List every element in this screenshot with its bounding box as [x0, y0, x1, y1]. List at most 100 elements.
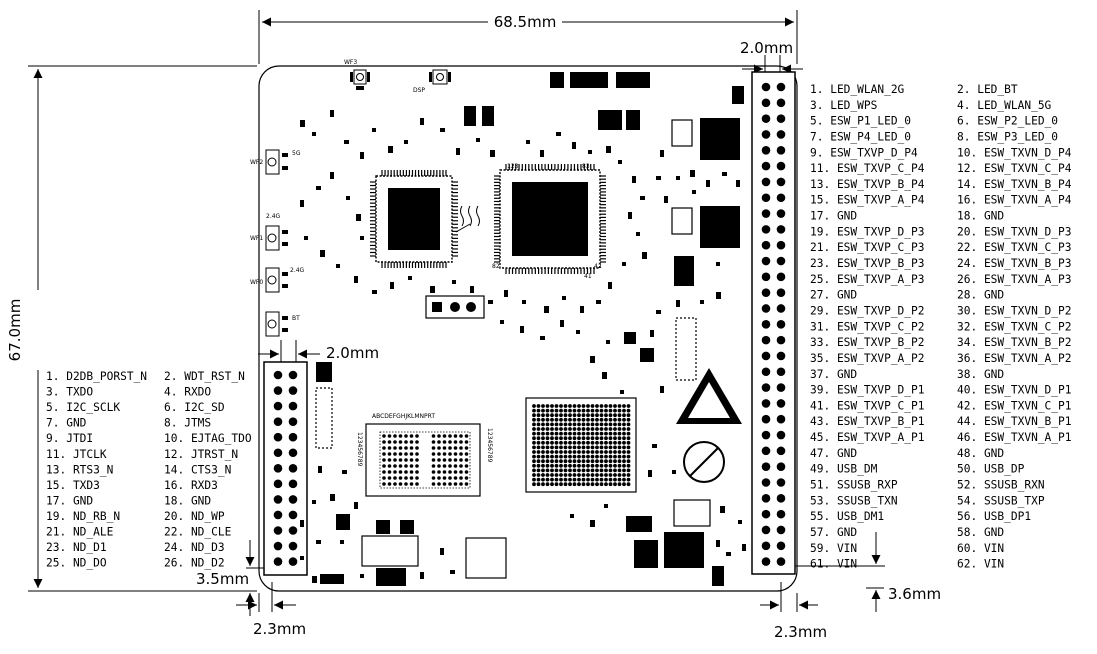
- memory-pad: [404, 458, 408, 462]
- bga-ball: [613, 459, 617, 464]
- ic-bottom-c: [626, 516, 652, 532]
- bga-ball: [595, 413, 599, 418]
- right-header-pin-label: 47. GND: [810, 447, 857, 460]
- ic-left-connector-b: [315, 387, 333, 449]
- bga-ball: [617, 431, 622, 436]
- smd-passive: [742, 544, 746, 551]
- left-header-pin: [288, 541, 298, 551]
- bga-ball: [608, 422, 613, 427]
- memory-pad: [448, 464, 452, 468]
- bga-ball: [613, 417, 617, 422]
- bga-ball: [608, 436, 613, 441]
- bga-ball: [617, 440, 622, 445]
- bga-ball: [599, 413, 604, 418]
- ic-bottom-b: [465, 537, 507, 579]
- bga-ball: [599, 454, 604, 459]
- bga-ball: [563, 463, 568, 468]
- smd-passive: [608, 282, 612, 289]
- smd-passive: [408, 276, 412, 280]
- bga-ball: [572, 463, 577, 468]
- memory-pad: [464, 458, 469, 462]
- bga-ball: [572, 413, 577, 418]
- bga-ball: [604, 445, 608, 450]
- bga-ball: [532, 422, 536, 427]
- bga-ball: [577, 422, 581, 427]
- bga-ball: [568, 482, 572, 487]
- memory-pad: [459, 470, 463, 474]
- right-header-pin-label: 22. ESW_TXVN_C_P3: [957, 241, 1072, 254]
- memory-pad: [453, 476, 458, 480]
- right-header-pin-label: 41. ESW_TXVP_C_P1: [810, 399, 925, 412]
- bga-ball: [568, 454, 572, 459]
- bga-ball: [586, 404, 590, 408]
- bga-ball: [563, 468, 568, 473]
- smd-passive: [570, 514, 574, 518]
- right-header-pin-label: 44. ESW_TXVN_B_P1: [957, 415, 1072, 428]
- bga-ball: [590, 459, 595, 464]
- bga-ball: [626, 463, 631, 468]
- bga-ball: [541, 427, 545, 431]
- bga-ball: [622, 459, 626, 464]
- memory-pad: [409, 470, 414, 474]
- right-header-pin-label: 2. LED_BT: [957, 83, 1018, 96]
- smd-passive: [716, 540, 720, 547]
- left-header-pin-label: 19. ND_RB_N: [46, 510, 120, 523]
- memory-pad: [382, 464, 386, 468]
- bga-ball: [554, 427, 559, 431]
- right-header-pin: [761, 240, 771, 250]
- antenna-connector-wf1: [265, 225, 288, 251]
- bga-ball: [545, 417, 550, 422]
- memory-pad: [459, 434, 463, 438]
- bga-ball: [563, 440, 568, 445]
- bga-ball: [536, 431, 541, 436]
- right-header-pin-label: 9. ESW_TXVP_D_P4: [810, 146, 918, 159]
- smd-passive: [604, 504, 608, 508]
- bga-ball: [532, 454, 536, 459]
- bga-ball: [613, 473, 617, 477]
- antenna-connector-wf0: [265, 267, 288, 293]
- right-header-pin: [761, 225, 771, 234]
- bga-ball: [541, 440, 545, 445]
- smd-passive: [580, 306, 584, 313]
- memory-pad: [442, 476, 447, 480]
- bga-ball: [590, 445, 595, 450]
- bga-ball: [608, 468, 613, 473]
- smd-passive: [590, 356, 595, 363]
- bga-ball: [572, 477, 577, 482]
- smd-passive: [490, 150, 495, 157]
- right-header-pin: [761, 367, 771, 377]
- bga-ball: [572, 459, 577, 464]
- bga-ball: [599, 440, 604, 445]
- memory-pad: [393, 440, 397, 444]
- left-header-pin: [273, 495, 283, 504]
- left-header-pin: [273, 510, 283, 520]
- bga-ball: [595, 454, 599, 459]
- smd-passive: [450, 570, 455, 574]
- bga-ball: [536, 477, 541, 482]
- right-header-pin-label: 13. ESW_TXVP_B_P4: [810, 178, 925, 191]
- bga-ball: [577, 440, 581, 445]
- bga-ball: [545, 468, 550, 473]
- bga-ball: [541, 468, 545, 473]
- left-header-pin: [288, 432, 298, 442]
- left-header-pin-label: 8. JTMS: [164, 417, 211, 430]
- bga-ball: [626, 482, 631, 487]
- memory-pad: [393, 434, 397, 438]
- smd-passive: [726, 552, 731, 556]
- right-header-pin-label: 17. GND: [810, 210, 857, 223]
- bga-ball: [599, 431, 604, 436]
- bga-ball: [626, 436, 631, 441]
- bga-ball: [599, 445, 604, 450]
- left-header-pin: [288, 557, 298, 566]
- bga-ball: [617, 408, 622, 413]
- left-edge-offset-label: 2.3mm: [253, 620, 306, 638]
- bga-ball: [563, 408, 568, 413]
- inductor-a: [700, 118, 740, 160]
- bga-ball: [559, 417, 563, 422]
- silk-mem-digits-right: 123456789: [486, 428, 493, 463]
- bga-ball: [577, 445, 581, 450]
- right-header-pin: [761, 193, 771, 203]
- ic-mid-d: [626, 110, 640, 130]
- bga-ball: [595, 450, 599, 454]
